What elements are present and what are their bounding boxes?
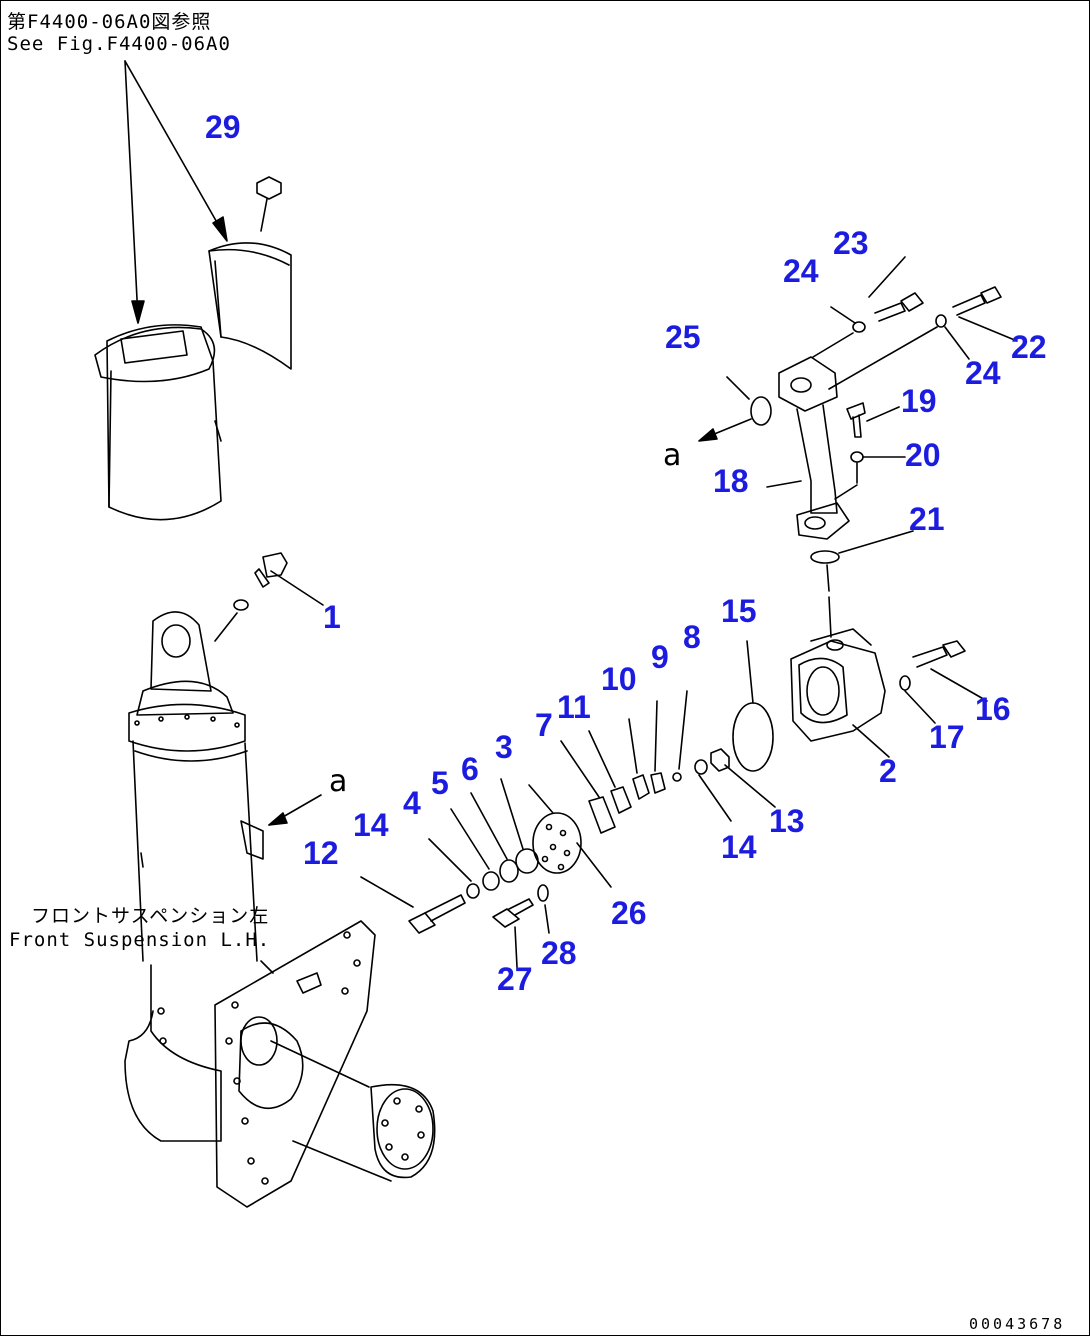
callout-2: 2 <box>879 753 897 789</box>
callout-16: 16 <box>975 691 1011 727</box>
plate-and-shims <box>528 690 688 888</box>
callout-17: 17 <box>929 719 965 755</box>
upper-cover-plate <box>208 176 292 370</box>
callout-25: 25 <box>665 319 701 355</box>
view-mark-upper: a <box>663 438 682 473</box>
view-arrow-lower <box>268 794 322 826</box>
callout-26: 26 <box>611 895 647 931</box>
reference-arrows <box>124 60 228 324</box>
callout-24-lower: 24 <box>965 355 1001 391</box>
callout-12: 12 <box>303 835 339 871</box>
elbow-pipe-part-18 <box>766 356 858 540</box>
callout-7: 7 <box>535 707 553 743</box>
exploded-washers-left <box>360 778 539 934</box>
drawing-code: 00043678 <box>969 1315 1066 1333</box>
callout-23: 23 <box>833 225 869 261</box>
callout-24-upper: 24 <box>783 253 819 289</box>
callout-13: 13 <box>769 803 805 839</box>
callout-21: 21 <box>909 501 945 537</box>
figure-reference-en: See Fig.F4400-06A0 <box>7 33 231 55</box>
suspension-cylinder <box>128 611 264 962</box>
grease-fitting-part-1 <box>214 552 324 642</box>
view-mark-lower: a <box>329 764 348 799</box>
bolt-27-washer-28 <box>492 884 550 968</box>
callout-14-left: 14 <box>353 807 389 843</box>
callout-19: 19 <box>901 383 937 419</box>
assembly-label-en: Front Suspension L.H. <box>9 929 271 951</box>
callout-1: 1 <box>323 599 341 635</box>
callout-28: 28 <box>541 935 577 971</box>
nut-washer-seal <box>694 640 776 822</box>
callout-29: 29 <box>205 109 241 145</box>
callout-5: 5 <box>431 765 449 801</box>
bolts-upper <box>698 256 1018 463</box>
callout-22: 22 <box>1011 329 1047 365</box>
callout-3: 3 <box>495 729 513 765</box>
callout-27: 27 <box>497 961 533 997</box>
callout-20: 20 <box>905 437 941 473</box>
valve-housing-part-2 <box>790 596 988 758</box>
callout-18: 18 <box>713 463 749 499</box>
o-ring-21 <box>810 530 914 592</box>
callout-6: 6 <box>461 751 479 787</box>
knuckle-housing <box>124 920 436 1208</box>
callout-9: 9 <box>651 639 669 675</box>
callout-14-right: 14 <box>721 829 757 865</box>
callout-15: 15 <box>721 593 757 629</box>
assembly-label-ja: フロントサスペンション左 <box>31 905 270 927</box>
callout-10: 10 <box>601 661 637 697</box>
figure-reference-ja: 第F4400-06A0図参照 <box>7 11 212 33</box>
callout-8: 8 <box>683 619 701 655</box>
callout-4: 4 <box>403 785 421 821</box>
dust-cover-boot <box>94 324 222 521</box>
callout-11: 11 <box>557 689 591 725</box>
